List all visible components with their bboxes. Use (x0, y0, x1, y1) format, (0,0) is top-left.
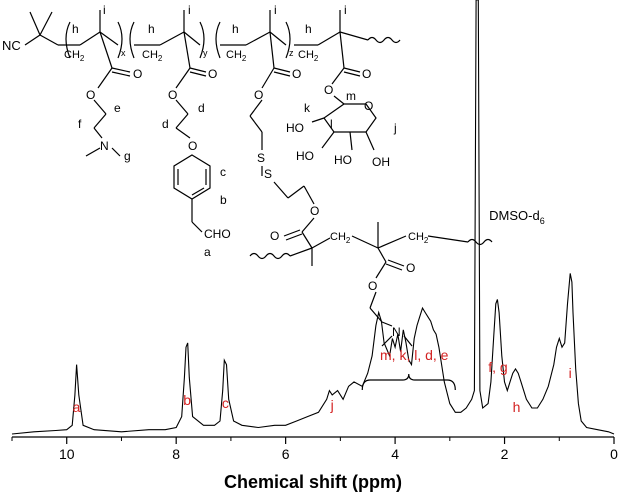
nitrile-end-label: NC (2, 38, 21, 53)
label-h-4: h (305, 22, 312, 36)
pendant-benzaldehyde: O O d d c b CHO a (162, 67, 231, 259)
ch2-label-3: CH2 (226, 49, 247, 63)
chain-continuation-wavy (367, 36, 401, 44)
svg-text:O: O (362, 67, 371, 81)
x-axis-title: Chemical shift (ppm) (224, 472, 402, 492)
hydroxyl-3: HO (334, 153, 352, 167)
pendant-amine: O N e f g (78, 67, 131, 163)
label-a: a (204, 245, 211, 259)
peak-label: b (183, 392, 191, 408)
spectrum-line (11, 0, 615, 435)
chemical-structure: NC (2, 3, 493, 347)
label-j: j (393, 121, 397, 135)
ch2-label-1: CH2 (64, 49, 85, 63)
x-tick-label: 4 (391, 446, 399, 462)
x-tick-label: 6 (282, 446, 290, 462)
peak-bracket (361, 373, 456, 391)
label-i-4: i (344, 3, 347, 17)
label-h-3: h (232, 22, 239, 36)
svg-text:O: O (208, 67, 217, 81)
svg-text:O: O (270, 229, 279, 243)
peak-label: a (73, 399, 81, 415)
svg-text:O: O (406, 261, 415, 275)
svg-text:O: O (254, 88, 263, 102)
label-i-1: i (103, 3, 106, 17)
carbonyl-groups: O O O O (111, 67, 371, 81)
x-tick-label: 10 (59, 446, 75, 462)
sulfur-1: S (257, 151, 265, 165)
label-i-2: i (188, 3, 191, 17)
label-m: m (346, 89, 356, 103)
svg-text:O: O (364, 99, 373, 113)
svg-text:O: O (292, 67, 301, 81)
peak-label: c (222, 395, 229, 411)
label-k: k (304, 101, 311, 115)
svg-text:CH2: CH2 (408, 231, 429, 245)
peak-label: m, k, l, d, e (380, 347, 449, 363)
label-d-1: d (198, 101, 205, 115)
label-h-1: h (72, 22, 79, 36)
svg-text:O: O (310, 204, 319, 218)
peak-label: h (513, 399, 521, 415)
sulfur-2: S (264, 167, 272, 181)
label-c: c (220, 165, 226, 179)
aldehyde-label: CHO (204, 227, 231, 241)
svg-text:CH2: CH2 (330, 231, 351, 245)
peak-label: j (330, 397, 334, 413)
peak-labels: a b c j m, k, l, d, e f, g h i DMSO-d6 (73, 208, 572, 415)
x-tick-label: 2 (501, 446, 509, 462)
label-f: f (78, 117, 82, 131)
hydroxyl-4: OH (372, 155, 390, 169)
label-l: l (330, 117, 333, 131)
x-ticks (11, 437, 615, 444)
peak-label: f, g (488, 359, 507, 375)
label-h-2: h (148, 22, 155, 36)
backbone-bonds (24, 10, 369, 69)
svg-text:O: O (133, 67, 142, 81)
hydroxyl-1: HO (286, 121, 304, 135)
hydroxyl-2: HO (296, 149, 314, 163)
peak-label: i (569, 365, 572, 381)
label-g: g (124, 149, 131, 163)
ch2-label-4: CH2 (298, 49, 319, 63)
ch2-label-2: CH2 (142, 49, 163, 63)
subscript-z: z (289, 48, 294, 58)
pendant-sugar: O m k O l j HO HO HO OH (286, 67, 397, 169)
svg-text:O: O (86, 88, 95, 102)
svg-text:N: N (392, 325, 401, 339)
pendant-disulfide: O S S O O CH2 CH2 (249, 67, 493, 347)
x-tick-label: 8 (172, 446, 180, 462)
x-tick-label: 0 (610, 446, 618, 462)
subscript-y: y (203, 48, 208, 58)
solvent-label: DMSO-d6 (489, 208, 545, 226)
x-tick-labels: 10 8 6 4 2 0 (59, 446, 618, 462)
label-d-2: d (162, 117, 169, 131)
label-e: e (114, 101, 121, 115)
svg-text:O: O (168, 88, 177, 102)
subscript-x: x (121, 48, 126, 58)
label-i-3: i (274, 3, 277, 17)
svg-text:O: O (324, 83, 333, 97)
svg-text:O: O (368, 279, 377, 293)
svg-text:O: O (188, 139, 197, 153)
label-b: b (220, 193, 227, 207)
svg-text:N: N (100, 139, 109, 153)
